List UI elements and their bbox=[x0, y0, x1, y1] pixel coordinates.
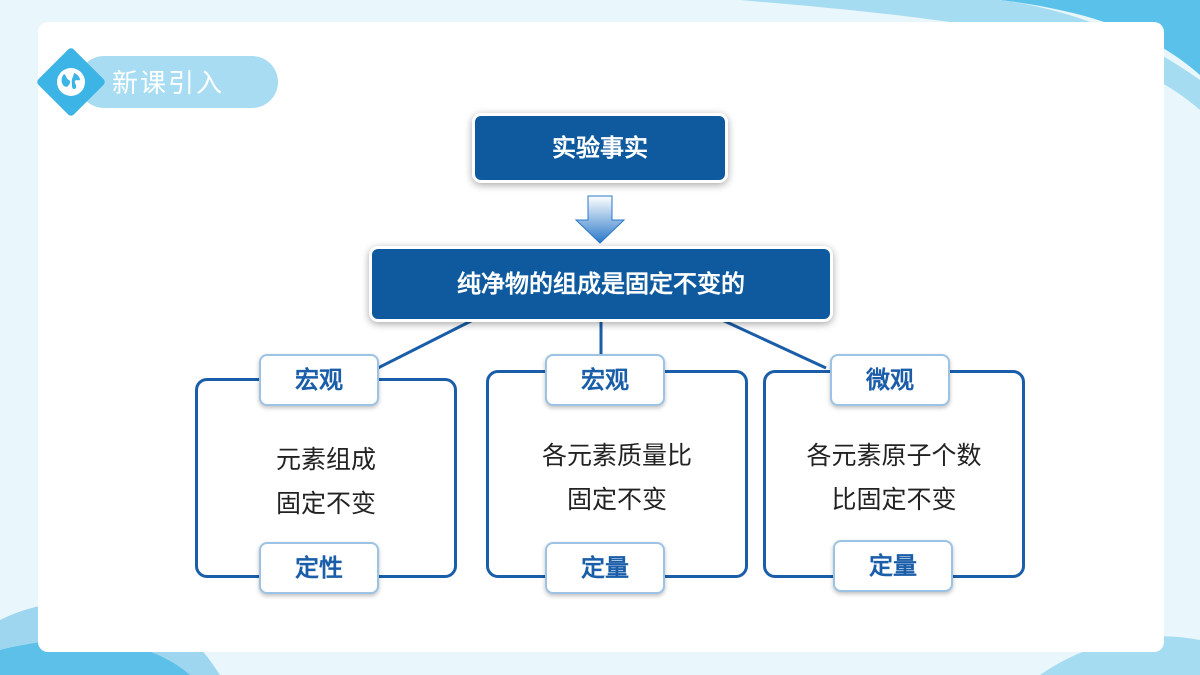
branch-3-top-tag: 微观 bbox=[830, 354, 950, 406]
connector-right bbox=[719, 317, 827, 370]
down-arrow-icon bbox=[574, 195, 626, 244]
branch-2-bottom-tag: 定量 bbox=[545, 542, 665, 594]
branch-3-line-1: 各元素原子个数 bbox=[806, 441, 982, 470]
branch-3-bottom-tag: 定量 bbox=[833, 540, 953, 592]
pure-substance-box: 纯净物的组成是固定不变的 bbox=[372, 249, 830, 319]
header-pill bbox=[78, 56, 278, 108]
experiment-fact-box: 实验事实 bbox=[475, 116, 725, 180]
branch-2-line-1: 各元素质量比 bbox=[541, 441, 692, 470]
connector-left bbox=[377, 317, 476, 370]
section-title: 新课引入 bbox=[112, 69, 225, 99]
branch-3-line-2: 比固定不变 bbox=[831, 485, 957, 514]
branch-1-bottom-tag: 定性 bbox=[259, 542, 379, 594]
branch-2-line-2: 固定不变 bbox=[566, 485, 667, 514]
section-header: 新课引入 bbox=[35, 46, 280, 118]
branch-1-line-1: 元素组成 bbox=[275, 445, 376, 474]
branch-1-top-tag: 宏观 bbox=[259, 354, 379, 406]
globe-icon bbox=[57, 68, 85, 96]
branch-2-top-tag: 宏观 bbox=[545, 354, 665, 406]
branch-1-line-2: 固定不变 bbox=[275, 489, 376, 518]
